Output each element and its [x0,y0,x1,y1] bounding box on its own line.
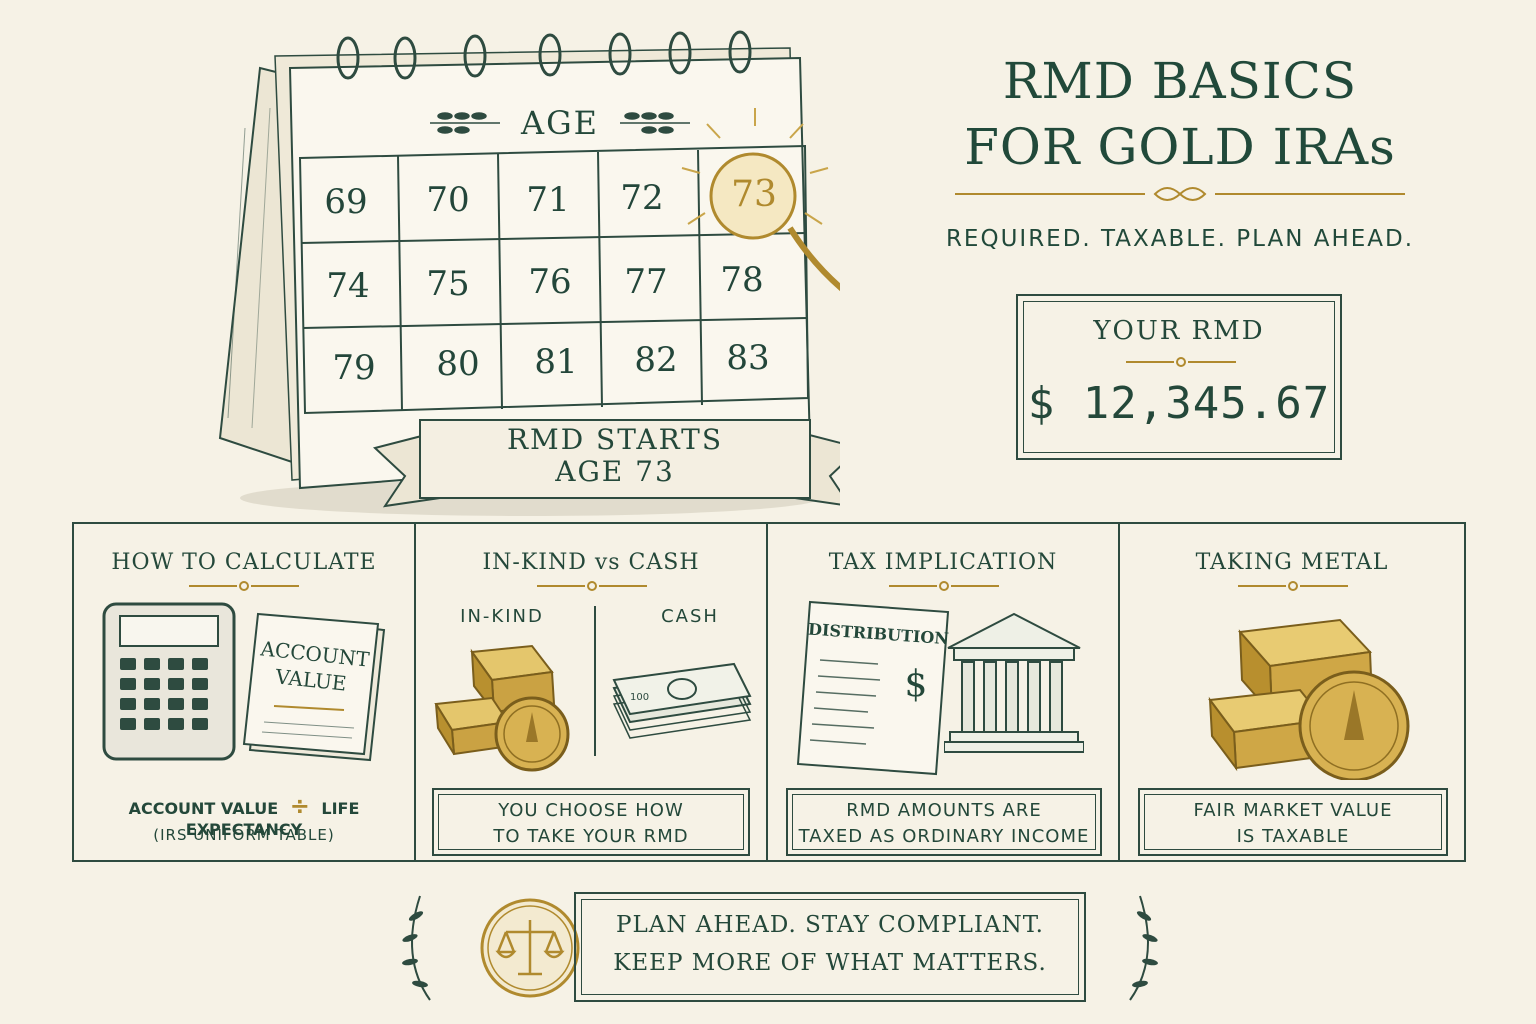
gold-bars-coin-icon [1208,618,1410,780]
calendar-age-cell: 69 [324,182,368,222]
panel-taking-metal: TAKING METAL FAIR MARKET VALUE IS TAXABL… [1118,524,1464,860]
calendar-age-cell: 75 [426,264,470,304]
rmd-amount: $ 12,345.67 [1027,378,1331,429]
footer-line-1: PLAN AHEAD. STAY COMPLIANT. [616,912,1044,938]
panel-how-to-calculate: HOW TO CALCULATE ACCOUNT VALUE [74,524,414,860]
title-divider-ornament [955,187,1405,201]
panel-inkind-vs-cash: IN-KIND vs CASH IN-KIND CASH 100 [414,524,766,860]
panel-title: IN-KIND vs CASH [482,550,700,575]
gold-bars-coin-icon [434,644,570,772]
calendar-age-cell: 77 [624,262,668,302]
desk-calendar [218,30,840,516]
title-line-1: RMD BASICS [1002,52,1358,110]
panel-tax-implication: TAX IMPLICATION DISTRIBUTION $ RMD [766,524,1118,860]
calculator-icon [102,602,236,761]
divide-icon: ÷ [289,792,310,820]
calendar-age-cell: 78 [720,260,764,300]
title-ornament [537,581,647,591]
rmd-start-ribbon: RMD STARTS AGE 73 [420,424,810,488]
formula-account-value: ACCOUNT VALUE [128,799,279,818]
calendar-age-cell: 74 [326,266,370,306]
formula-life-expectancy: LIFE EXPECTANCY [185,799,360,839]
inkind-caption: YOU CHOOSE HOW TO TAKE YOUR RMD [432,788,750,856]
rmd-formula: ACCOUNT VALUE ÷ LIFE EXPECTANCY [74,792,414,839]
calendar-age-cell: 80 [436,344,480,384]
caption-line-1: RMD AMOUNTS ARE [846,800,1042,821]
calendar-header: AGE [520,104,600,142]
title-ornament [889,581,999,591]
calendar-age-cell: 81 [534,342,578,382]
laurel-right-icon [1129,895,1158,1001]
title-ornament [1238,581,1348,591]
panel-title: HOW TO CALCULATE [111,550,377,575]
caption-line-2: TO TAKE YOUR RMD [493,826,689,847]
tax-caption: RMD AMOUNTS ARE TAXED AS ORDINARY INCOME [786,788,1102,856]
panel-title: TAX IMPLICATION [828,550,1058,575]
account-value-paper-icon [242,612,386,762]
caption-line-2: TAXED AS ORDINARY INCOME [798,826,1090,847]
calendar-age-cell: 76 [528,262,572,302]
footer-banner: PLAN AHEAD. STAY COMPLIANT. KEEP MORE OF… [574,892,1086,1002]
metal-caption: FAIR MARKET VALUE IS TAXABLE [1138,788,1448,856]
svg-text:100: 100 [630,692,649,703]
page-title: RMD BASICS FOR GOLD IRAs [880,48,1480,180]
panel-title: TAKING METAL [1195,550,1389,575]
scales-of-justice-icon [480,898,580,998]
rmd-divider [1126,357,1236,367]
caption-line-2: IS TAXABLE [1236,826,1350,847]
calendar-age-cell-highlighted: 73 [731,174,777,215]
calendar-age-cell: 70 [426,180,470,220]
laurel-left-icon [402,895,431,1001]
title-line-2: FOR GOLD IRAs [964,118,1396,176]
calendar-age-cell: 83 [726,338,770,378]
column-divider [594,606,596,756]
bank-building-icon [944,612,1084,753]
info-panels: HOW TO CALCULATE ACCOUNT VALUE [72,522,1466,862]
title-ornament [189,581,299,591]
footer-line-2: KEEP MORE OF WHAT MATTERS. [613,950,1047,976]
distribution-document-icon [796,600,950,776]
calendar-age-cell: 72 [620,178,664,218]
caption-line-1: FAIR MARKET VALUE [1193,800,1393,821]
ribbon-line-2: AGE 73 [555,455,675,488]
irs-table-note: (IRS UNIFORM TABLE) [153,826,335,844]
inkind-label: IN-KIND [460,606,544,627]
caption-line-1: YOU CHOOSE HOW [498,800,684,821]
ribbon-line-1: RMD STARTS [506,423,724,456]
rmd-label: YOUR RMD [1093,316,1265,346]
cash-stack-icon: 100 [612,662,752,739]
tagline: REQUIRED. TAXABLE. PLAN AHEAD. [945,226,1415,252]
calendar-age-cell: 82 [634,340,678,380]
calendar-age-cell: 79 [332,348,376,388]
rmd-result-box: YOUR RMD $ 12,345.67 [1016,294,1342,460]
calendar-age-cell: 71 [526,180,570,220]
dollar-icon: $ [904,664,928,705]
cash-label: CASH [661,606,719,627]
